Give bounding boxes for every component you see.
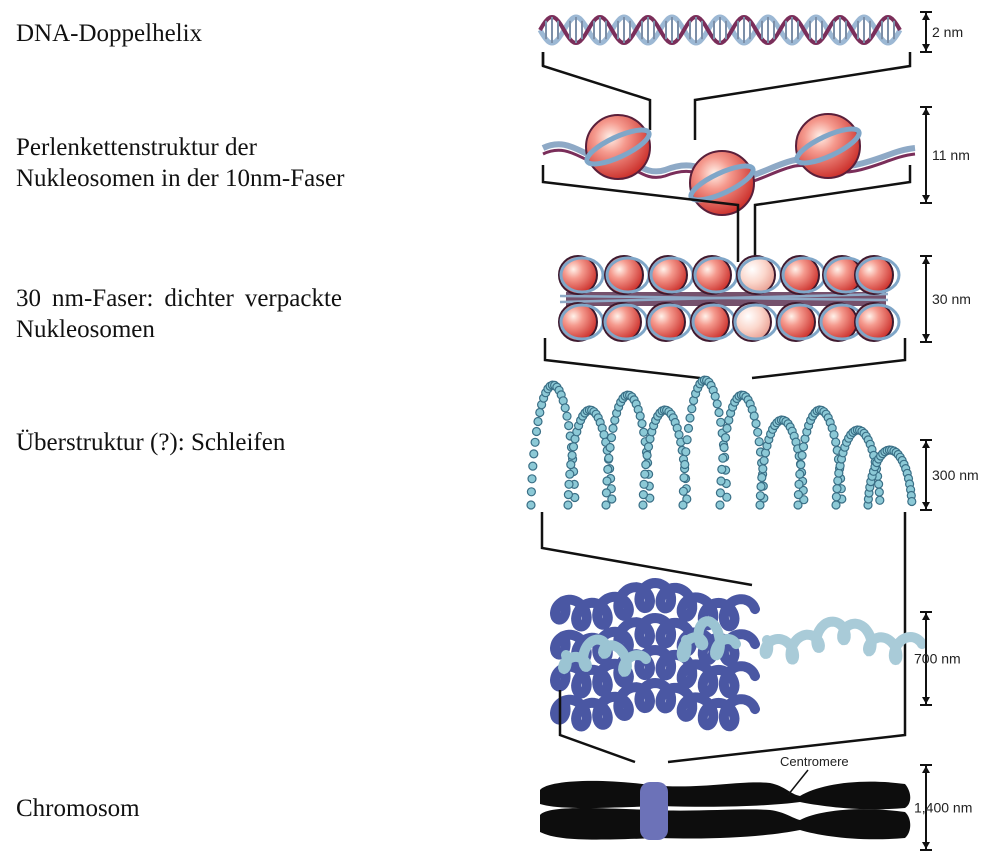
dimension-marker: 300 nm [920, 440, 979, 510]
nucleosome [777, 303, 821, 341]
nucleosome [605, 256, 649, 294]
nucleosome [559, 256, 603, 294]
nucleosome [687, 151, 757, 215]
dimension-marker: 1,400 nm [914, 765, 972, 850]
centromere-pointer [788, 770, 808, 795]
nucleosome-string [543, 114, 915, 215]
centromere-region [640, 782, 668, 840]
nucleosome [855, 303, 899, 341]
dimension-label: 11 nm [932, 147, 970, 163]
nucleosome [649, 256, 693, 294]
dimension-marker: 11 nm [920, 107, 970, 203]
nucleosome [647, 303, 691, 341]
dimension-marker: 30 nm [920, 256, 971, 342]
bracket-30nm-to-loops [545, 338, 905, 378]
30nm-fiber [559, 256, 899, 341]
nucleosome [693, 256, 737, 294]
dna-double-helix [540, 17, 900, 43]
dimension-markers: 2 nm 11 nm 30 nm 300 nm 700 nm 1,400 nm [914, 12, 979, 850]
nucleosome [737, 256, 781, 294]
dimension-label: 1,400 nm [914, 800, 972, 816]
dimension-label: 700 nm [914, 651, 961, 667]
centromere-label: Centromere [780, 754, 849, 769]
dimension-marker: 2 nm [920, 12, 963, 52]
dimension-label: 30 nm [932, 291, 971, 307]
nucleosome [733, 303, 777, 341]
nucleosome [855, 256, 899, 294]
nucleosome [559, 303, 603, 341]
nucleosome [691, 303, 735, 341]
dimension-marker: 700 nm [914, 612, 961, 705]
chromatin-loops [527, 376, 916, 509]
condensed-fiber-700nm [555, 583, 922, 727]
chromosome: Centromere [540, 754, 910, 840]
dimension-label: 300 nm [932, 467, 979, 483]
dimension-label: 2 nm [932, 24, 963, 40]
nucleosome [603, 303, 647, 341]
nucleosome [781, 256, 825, 294]
